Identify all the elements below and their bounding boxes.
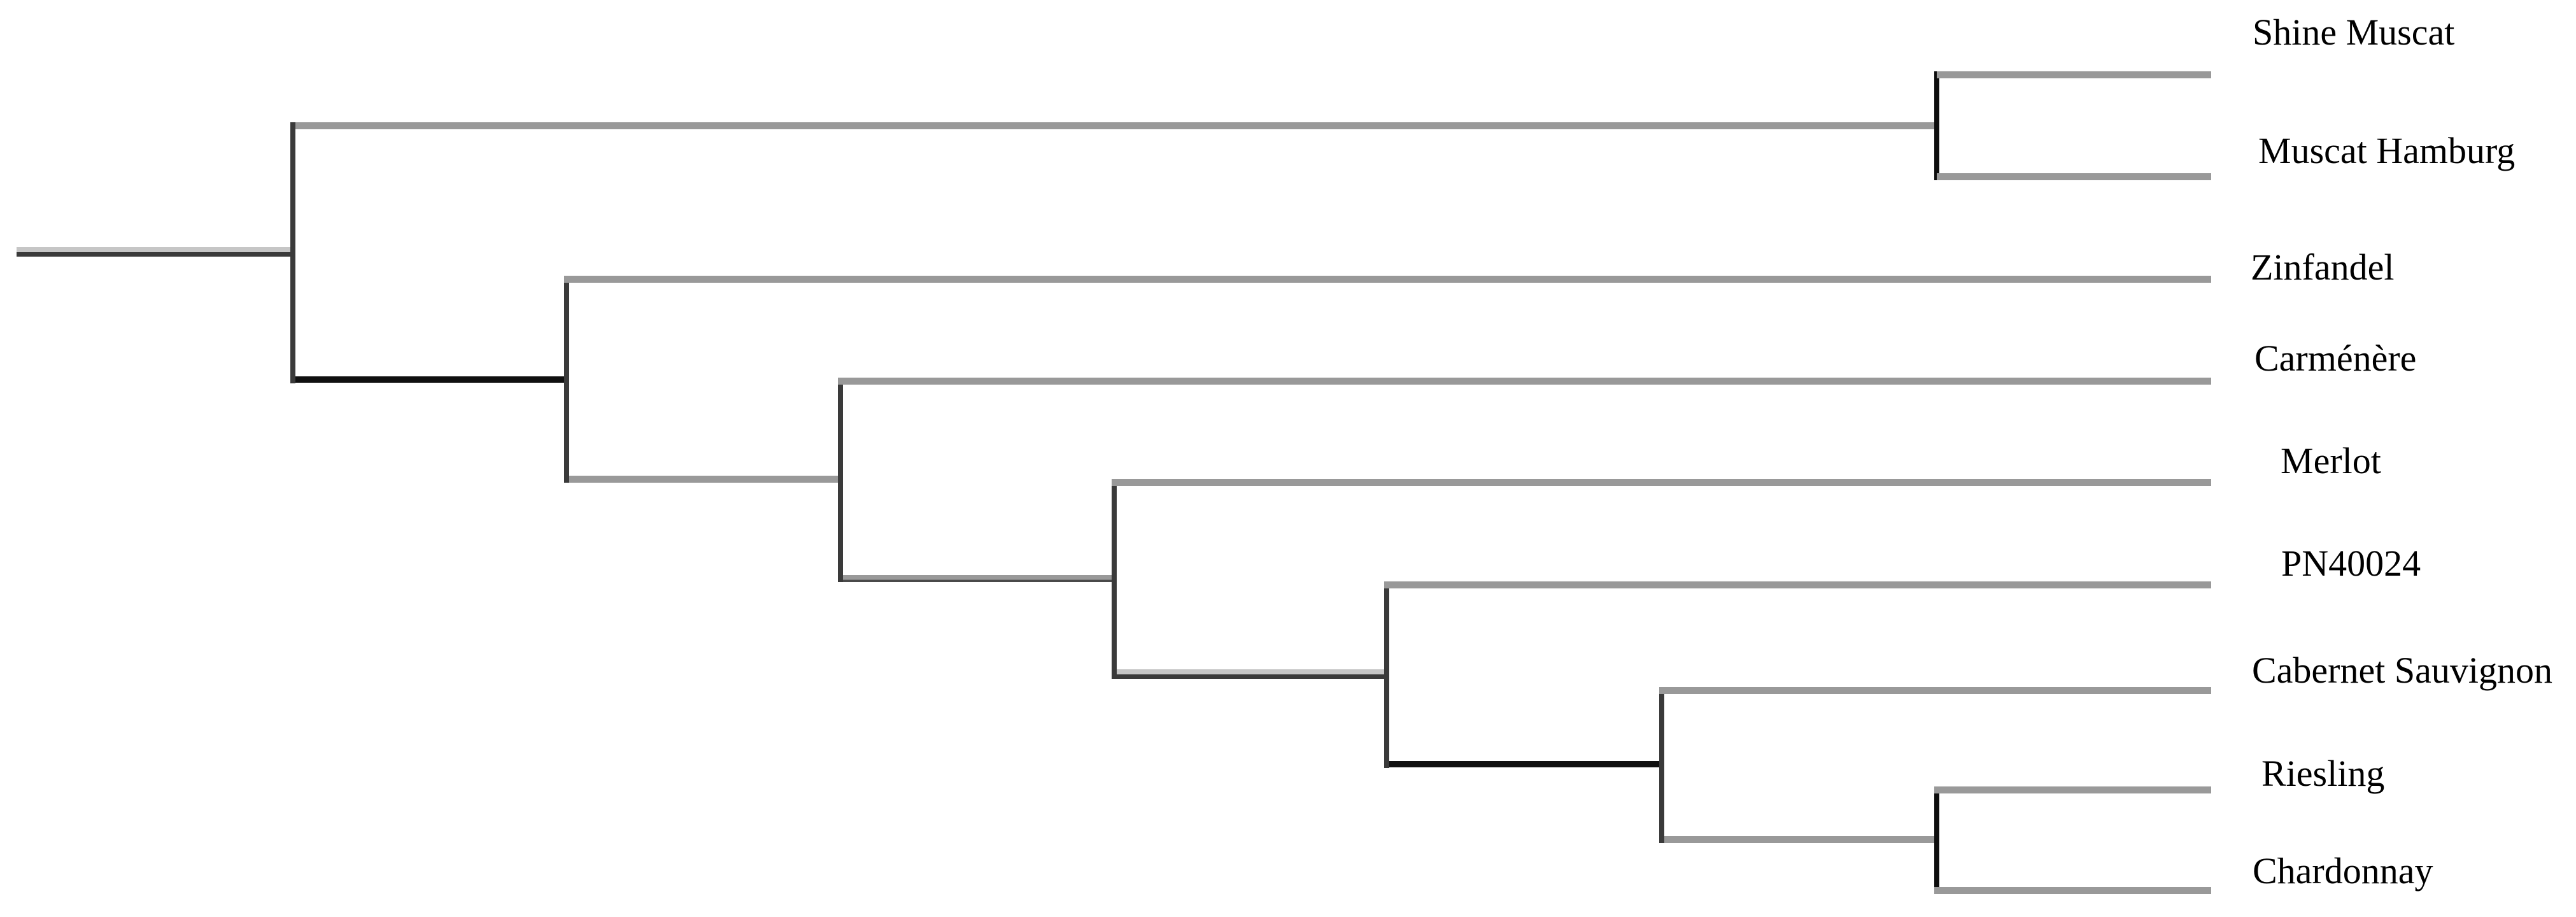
branch-root [17, 247, 293, 257]
connector-riesling-chardonnay-node [1934, 786, 1939, 894]
leaf-label-chardonnay: Chardonnay [2253, 850, 2433, 892]
branch-pn40024-clade [1112, 669, 1389, 679]
branch-merlot-clade [838, 575, 1117, 582]
leaf-label-carmenere: Carménère [2254, 338, 2417, 379]
branch-shine-muscat [1937, 71, 2211, 78]
leaf-label-cabernet-sauvignon: Cabernet Sauvignon [2252, 650, 2552, 691]
branch-cabernet-clade [1384, 761, 1664, 767]
connector-cabernet-node [1659, 687, 1664, 843]
branch-riesling [1934, 786, 2211, 793]
branch-chardonnay [1934, 887, 2211, 894]
branch-riesling-chardonnay-clade [1659, 836, 1939, 843]
connector-zinfandel-node [564, 276, 569, 483]
leaf-label-riesling: Riesling [2261, 753, 2385, 794]
leaf-label-merlot: Merlot [2281, 440, 2381, 481]
leaf-label-muscat-hamburg: Muscat Hamburg [2258, 130, 2516, 171]
leaf-label-shine-muscat: Shine Muscat [2253, 11, 2455, 53]
connector-root-node [290, 122, 295, 383]
connector-carmenere-node [838, 378, 843, 582]
leaf-label-zinfandel: Zinfandel [2251, 246, 2395, 288]
connector-muscat-node [1934, 71, 1939, 180]
branch-muscat-clade [290, 122, 1939, 129]
connector-merlot-node [1112, 479, 1117, 678]
branch-pn40024 [1384, 581, 2211, 588]
branch-cabernet-sauvignon [1659, 687, 2211, 694]
branch-muscat-hamburg [1937, 173, 2211, 180]
branch-zinfandel [564, 276, 2211, 283]
branch-carmenere [838, 378, 2211, 385]
branch-zinfandel-clade [290, 376, 569, 383]
connector-pn40024-node [1384, 581, 1389, 768]
branch-carmenere-clade [564, 476, 843, 483]
leaf-label-pn40024: PN40024 [2281, 543, 2421, 584]
branch-merlot [1112, 479, 2211, 486]
